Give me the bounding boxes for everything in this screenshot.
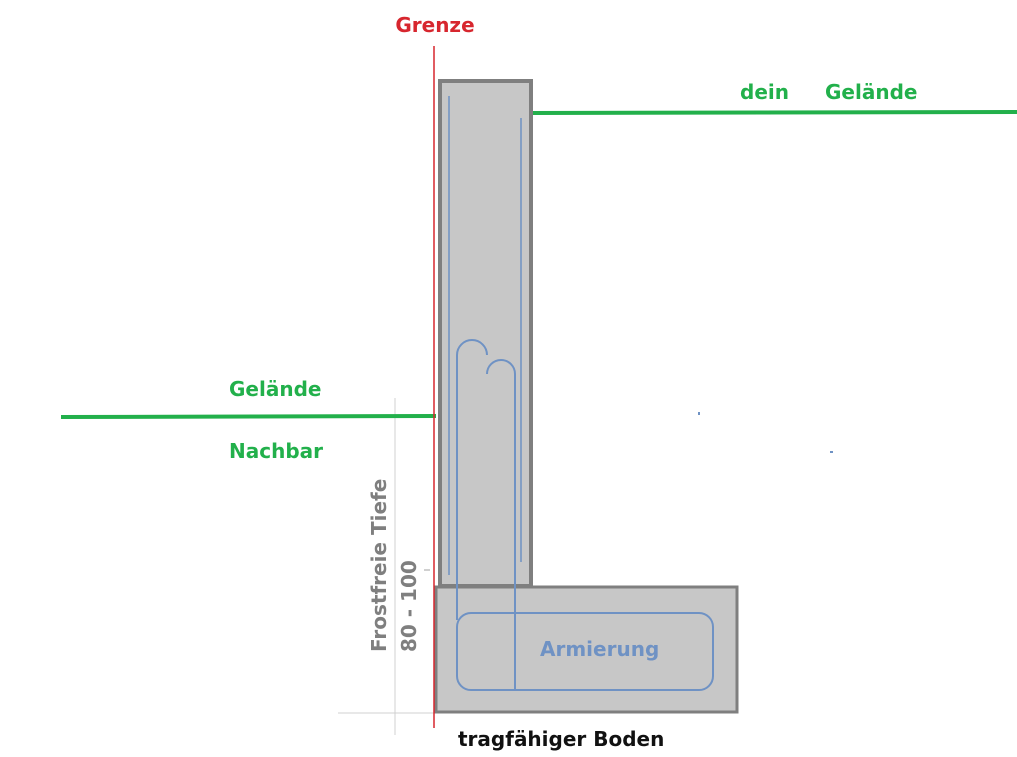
reinforcement-label: Armierung: [540, 637, 659, 661]
footing-rebar-loop: [456, 612, 714, 691]
your-ground-label-2: Gelände: [825, 80, 917, 104]
rebar-hook-left: [456, 339, 488, 620]
footing-slab: [434, 585, 739, 714]
rebar-hook-right: [486, 359, 516, 690]
boundary-label: Grenze: [395, 13, 474, 37]
frost-depth-label: Frostfreie Tiefe: [367, 479, 391, 652]
neighbor-ground-line: [60, 414, 437, 419]
your-ground-line: [532, 110, 1017, 115]
stray-dot-1: [698, 412, 700, 415]
soil-label: tragfähiger Boden: [458, 727, 664, 751]
your-ground-label-1: dein: [740, 80, 789, 104]
frost-depth-value: 80 - 100: [397, 560, 421, 652]
wall-stem: [438, 79, 533, 588]
neighbor-ground-label-2: Nachbar: [229, 439, 323, 463]
stray-dot-2: [830, 451, 833, 453]
neighbor-ground-label-1: Gelände: [229, 377, 321, 401]
